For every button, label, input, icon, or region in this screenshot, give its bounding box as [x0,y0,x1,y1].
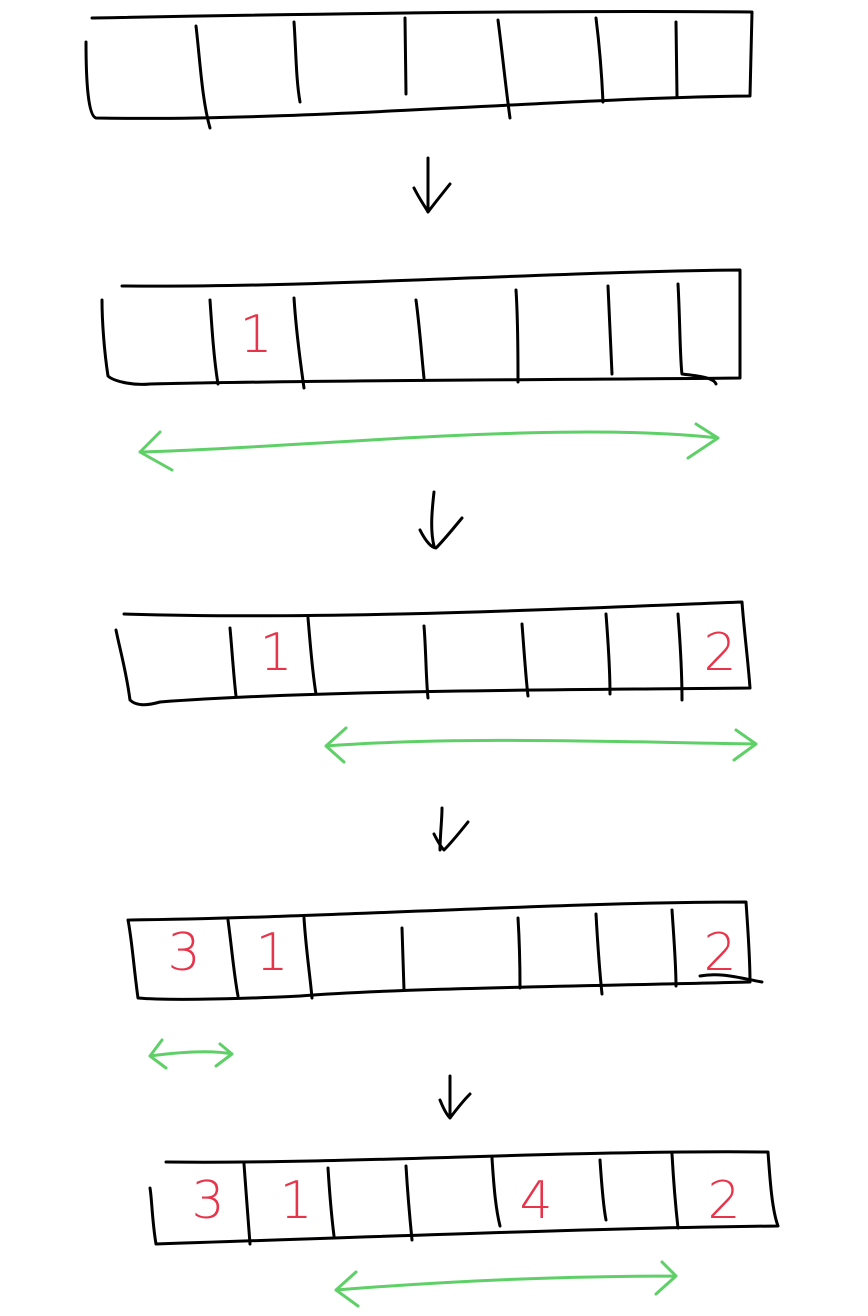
cell-divider [414,298,426,380]
slot-value-1: 1 [259,623,292,683]
cell-divider [226,918,240,998]
slot-value-3: 3 [167,923,200,983]
array-step-1 [84,9,754,130]
cell-divider [604,612,612,696]
cell-divider [514,288,520,384]
cell-divider [594,16,605,104]
step-arrow-down [432,806,470,852]
cell-divider [306,616,318,696]
slot-value-2: 2 [707,1171,740,1231]
search-range-arrow [324,726,758,764]
slot-value-4: 4 [519,1171,552,1231]
array-outline [100,268,742,386]
cell-divider [302,916,314,1000]
cell-divider [594,912,604,996]
cell-divider [292,20,302,104]
slot-value-3: 3 [191,1171,224,1231]
slot-value-2: 2 [703,923,736,983]
cell-divider [670,908,764,988]
search-range-arrow [138,422,720,472]
cell-divider [516,916,522,990]
array-outline [84,9,754,120]
cell-divider [208,298,220,386]
cell-divider [496,18,512,120]
step-arrow-down [418,490,464,550]
cell-divider [400,926,406,992]
cell-divider [194,24,212,130]
cell-divider [598,1158,608,1222]
slot-value-2: 2 [703,623,736,683]
cell-divider [670,1152,680,1230]
cell-divider [404,1164,414,1242]
cell-divider [674,20,679,98]
array-outline [126,900,752,1001]
slot-value-1: 1 [239,305,272,365]
step-arrow-down [412,156,452,214]
cell-divider [292,296,306,390]
cell-divider [520,622,530,698]
cell-divider [326,1166,336,1238]
array-outline [114,600,752,707]
cell-divider [403,16,408,96]
cell-divider [242,1162,252,1246]
search-range-arrow [334,1260,678,1308]
slot-value-1: 1 [279,1171,312,1231]
array-step-2: 1 [100,268,742,390]
cell-divider [676,282,718,386]
cell-divider [676,612,684,702]
slot-values: 1 [239,305,272,365]
cell-divider [606,284,614,376]
cell-divider [490,1156,502,1228]
cell-divider [422,624,430,700]
cell-divider [228,626,238,698]
search-range-arrow [148,1038,234,1070]
step-arrow-down [438,1074,472,1120]
array-outline [148,1150,780,1246]
slot-value-1: 1 [255,923,288,983]
